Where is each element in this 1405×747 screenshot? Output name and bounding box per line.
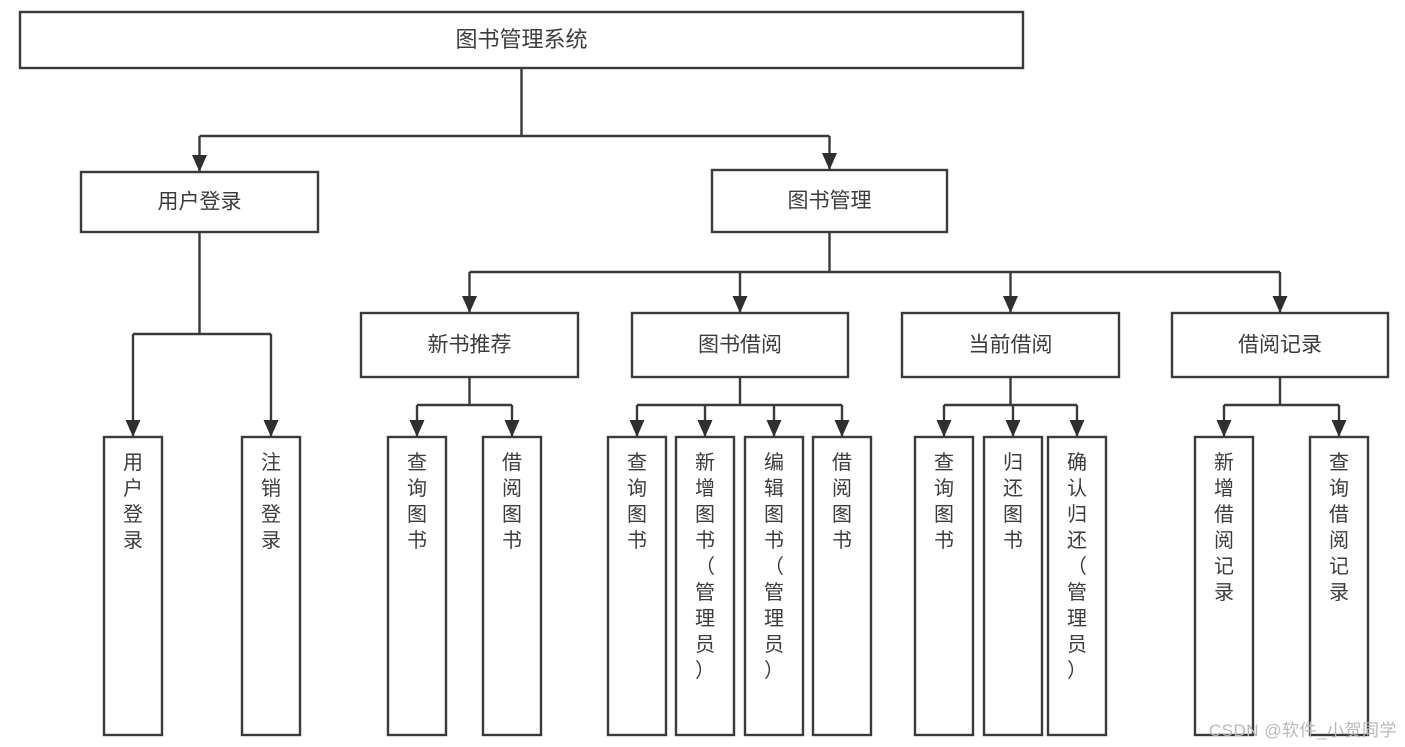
leaf-bb-edit-book-box [743, 435, 805, 737]
leaf-user-logout-label: 注销登录 [261, 451, 281, 552]
leaf-bb-borrow-book-box [811, 435, 873, 737]
leaf-user-login-do[interactable]: 用户登录 [102, 435, 164, 737]
leaf-bb-edit-book[interactable]: 编辑图书（管理员） [743, 435, 805, 737]
root-arrow-1 [822, 153, 837, 170]
watermark-label: CSDN @软件_小贺同学 [1208, 721, 1397, 740]
node-borrow-record-box [1170, 311, 1390, 379]
current-borrow-arrow-1 [1005, 420, 1021, 437]
node-book-borrow-label: 图书借阅 [698, 334, 782, 357]
book-borrow-arrow-1 [697, 420, 713, 437]
node-new-book-recommend[interactable]: 新书推荐 [359, 311, 580, 379]
node-book-manage-label: 图书管理 [788, 190, 872, 213]
leaf-cb-confirm-return[interactable]: 确认归还（管理员） [1046, 435, 1108, 737]
leaf-br-add-record-label: 新增借阅记录 [1214, 451, 1234, 604]
node-user-login[interactable]: 用户登录 [79, 170, 320, 234]
leaf-bb-borrow-book[interactable]: 借阅图书 [811, 435, 873, 737]
leaf-user-logout[interactable]: 注销登录 [240, 435, 302, 737]
leaf-cb-confirm-return-label: 确认归还（管理员） [1067, 451, 1087, 682]
leaf-nb-borrow-book[interactable]: 借阅图书 [481, 435, 543, 737]
leaf-bb-borrow-book-label: 借阅图书 [832, 451, 852, 552]
leaf-user-login-do-box [102, 435, 164, 737]
leaf-cb-query-book-box [913, 435, 975, 737]
leaf-bb-add-book-label: 新增图书（管理员） [695, 451, 715, 682]
leaf-bb-query-book-label: 查询图书 [627, 451, 647, 552]
bookmanage-arrow-1 [732, 296, 748, 313]
leaf-bb-add-book-box [674, 435, 736, 737]
book-borrow-arrow-3 [834, 420, 850, 437]
leaf-br-query-record-label: 查询借阅记录 [1329, 451, 1349, 604]
borrow-record-arrow-1 [1331, 420, 1347, 437]
leaf-bb-edit-book-label: 编辑图书（管理员） [764, 451, 784, 682]
leaf-br-query-record[interactable]: 查询借阅记录 [1308, 435, 1370, 737]
leaf-nb-borrow-book-label: 借阅图书 [502, 451, 522, 552]
bookmanage-arrow-0 [462, 296, 477, 313]
leaf-nb-query-book-label: 查询图书 [407, 451, 427, 552]
leaf-cb-confirm-return-box [1046, 435, 1108, 737]
node-current-borrow[interactable]: 当前借阅 [900, 311, 1121, 379]
leaf-cb-return-book-box [982, 435, 1044, 737]
node-book-borrow[interactable]: 图书借阅 [630, 311, 850, 379]
current-borrow-arrow-2 [1069, 420, 1085, 437]
node-user-login-label: 用户登录 [158, 191, 242, 214]
book-borrow-arrow-0 [629, 420, 645, 437]
new-book-recommend-arrow-1 [504, 420, 520, 437]
node-borrow-record[interactable]: 借阅记录 [1170, 311, 1390, 379]
leaf-cb-query-book-label: 查询图书 [934, 451, 954, 552]
leaf-user-logout-box [240, 435, 302, 737]
leaf-br-query-record-box [1308, 435, 1370, 737]
node-root-label: 图书管理系统 [455, 27, 587, 52]
leaf-br-add-record[interactable]: 新增借阅记录 [1193, 435, 1255, 737]
leaf-cb-return-book[interactable]: 归还图书 [982, 435, 1044, 737]
node-current-borrow-label: 当前借阅 [969, 334, 1053, 357]
current-borrow-arrow-0 [936, 420, 952, 437]
leaf-bb-query-book-box [606, 435, 668, 737]
userlogin-arrow-0 [125, 420, 141, 437]
node-book-manage-box [710, 168, 949, 234]
borrow-record-arrow-0 [1216, 420, 1232, 437]
node-borrow-record-label: 借阅记录 [1238, 334, 1322, 357]
leaf-nb-query-book[interactable]: 查询图书 [386, 435, 448, 737]
leaf-nb-borrow-book-box [481, 435, 543, 737]
new-book-recommend-arrow-0 [409, 420, 425, 437]
node-root[interactable]: 图书管理系统 [18, 10, 1025, 70]
node-root-box [18, 10, 1025, 70]
root-arrow-0 [192, 155, 207, 172]
userlogin-arrow-1 [263, 420, 279, 437]
node-new-book-recommend-box [359, 311, 580, 379]
node-new-book-recommend-label: 新书推荐 [428, 334, 512, 357]
bookmanage-arrow-3 [1272, 296, 1288, 313]
leaf-user-login-do-label: 用户登录 [123, 452, 143, 552]
leaf-bb-query-book[interactable]: 查询图书 [606, 435, 668, 737]
book-borrow-arrow-2 [766, 420, 782, 437]
leaf-cb-return-book-label: 归还图书 [1003, 451, 1023, 552]
bookmanage-arrow-2 [1003, 296, 1018, 313]
node-current-borrow-box [900, 311, 1121, 379]
leaf-br-add-record-box [1193, 435, 1255, 737]
leaf-bb-add-book[interactable]: 新增图书（管理员） [674, 435, 736, 737]
node-book-manage[interactable]: 图书管理 [710, 168, 949, 234]
leaf-cb-query-book[interactable]: 查询图书 [913, 435, 975, 737]
leaf-nb-query-book-box [386, 435, 448, 737]
